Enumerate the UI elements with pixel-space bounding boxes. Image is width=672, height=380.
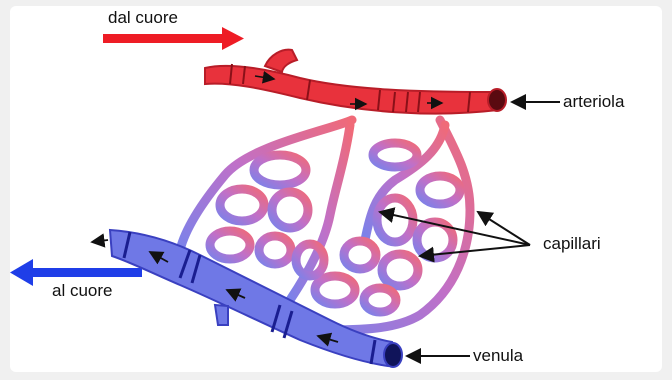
label-arteriole: arteriola: [563, 92, 624, 112]
label-from-heart: dal cuore: [108, 8, 178, 28]
label-capillaries: capillari: [543, 234, 601, 254]
arrow-from-heart: [103, 27, 244, 50]
label-to-heart: al cuore: [52, 281, 112, 301]
arteriole-vessel: [205, 50, 506, 114]
label-venule: venula: [473, 346, 523, 366]
capillary-pointer-3: [420, 245, 530, 256]
